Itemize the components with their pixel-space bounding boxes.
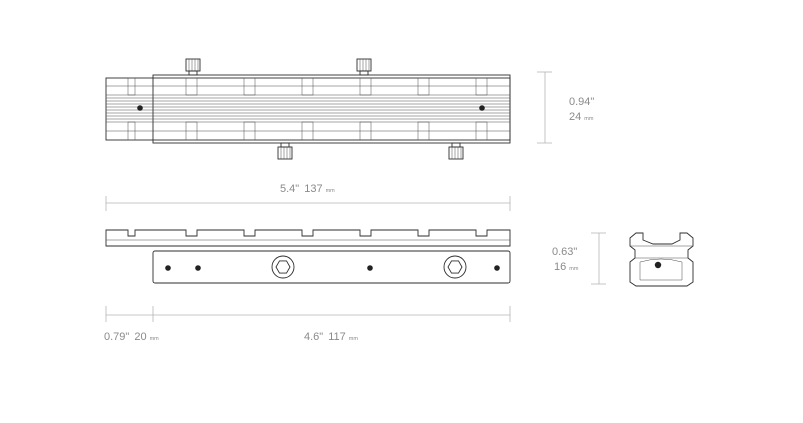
dimension-offset: 0.79" 20 mm [104, 306, 159, 343]
side-view-hex-bolt-right [443, 255, 467, 279]
dimension-offset-mm: 20 [134, 331, 146, 343]
svg-text:0.63": 0.63" [552, 246, 577, 258]
dimension-length-unit: mm [326, 188, 336, 194]
dimension-length-inch: 5.4" [280, 183, 299, 195]
dimension-overall-length: 5.4" 137 mm [105, 183, 511, 211]
end-view [629, 232, 694, 287]
dimension-base-inch: 4.6" [304, 331, 323, 343]
top-view-hole-right [479, 105, 485, 111]
clamp-knob-bottom-right [448, 142, 464, 160]
dimension-profile-mm: 16 [554, 261, 566, 273]
top-view-hole-left [137, 105, 143, 111]
side-view-hole-2 [195, 265, 201, 271]
side-view-rail [105, 229, 511, 247]
clamp-knob-bottom-left [277, 142, 293, 160]
side-view-hole-1 [165, 265, 171, 271]
top-view-center-lines [106, 97, 510, 120]
dimension-profile-unit: mm [569, 266, 579, 272]
svg-text:0.94": 0.94" [569, 96, 594, 108]
dimension-height-inch: 0.94" [569, 96, 594, 108]
dimension-base-mm: 117 [328, 331, 346, 343]
side-view-base [152, 250, 511, 284]
dimension-height-mm: 24 [569, 111, 581, 123]
dimension-offset-inch: 0.79" [104, 331, 129, 343]
top-view [105, 58, 511, 160]
top-view-slots [127, 77, 488, 141]
dimension-base-unit: mm [349, 336, 359, 342]
dimension-length-mm: 137 [304, 183, 322, 195]
side-view-hole-4 [494, 265, 500, 271]
top-view-base [152, 74, 511, 144]
dimension-height-unit: mm [584, 116, 594, 122]
end-view-profile [629, 232, 694, 287]
clamp-knob-top-left [185, 58, 201, 76]
dimension-offset-unit: mm [150, 336, 160, 342]
dimension-profile-inch: 0.63" [552, 246, 577, 258]
end-view-hole [654, 261, 662, 269]
top-view-rail [105, 77, 511, 141]
side-view-hex-bolt-left [271, 255, 295, 279]
side-view-hole-3 [367, 265, 373, 271]
clamp-knob-top-right [356, 58, 372, 76]
side-view [105, 229, 511, 284]
